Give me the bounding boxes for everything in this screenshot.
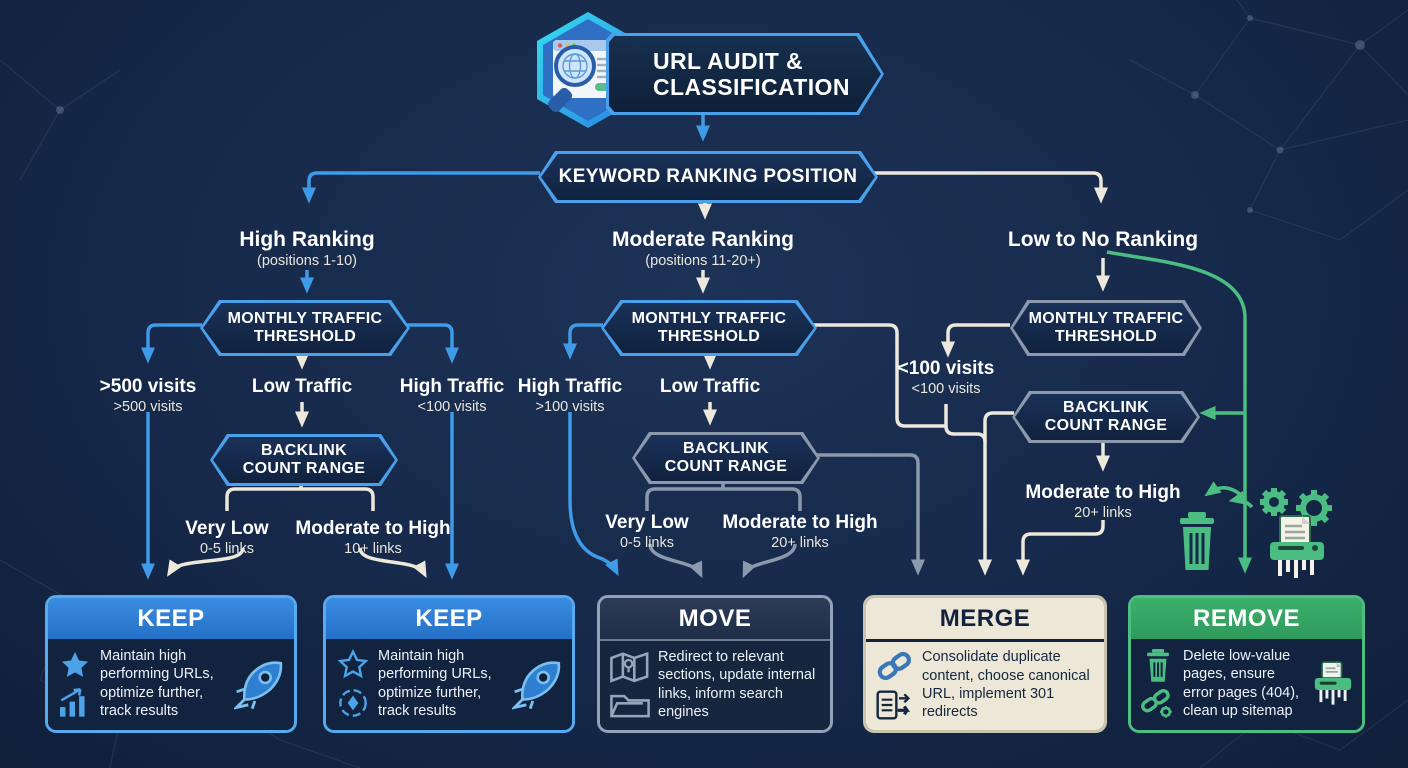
branch-low-no-ranking: Low to No Ranking: [1007, 228, 1199, 251]
trash-icon: [1180, 512, 1214, 570]
card-keep-1: KEEP Maintain high performing URLs, opti…: [45, 595, 297, 733]
folder-icon: [610, 694, 650, 717]
card-merge-description: Consolidate duplicate content, choose ca…: [922, 649, 1090, 721]
page-title-line2: CLASSIFICATION: [653, 74, 850, 100]
card-remove-title: REMOVE: [1131, 598, 1362, 639]
label-low-traffic-left: Low Traffic: [251, 376, 353, 397]
card-move-description: Redirect to relevant sections, update in…: [658, 648, 816, 720]
card-move: MOVE Redirect to relevant sections, upda…: [597, 595, 833, 733]
branch-moderate-ranking: Moderate Ranking(positions 11-20+): [611, 228, 795, 269]
card-keep-1-title: KEEP: [48, 598, 294, 639]
rocket-icon: [512, 660, 561, 709]
bar-chart-icon: [60, 687, 85, 717]
node-keyword-ranking-position: KEYWORD RANKING POSITION: [538, 151, 878, 203]
optimize-cycle-icon: [339, 688, 367, 717]
label-low-traffic-mid: Low Traffic: [659, 376, 761, 397]
broken-link-gear-icon: [1141, 688, 1172, 718]
card-merge: MERGE Consolidate duplicate content, cho…: [863, 595, 1107, 733]
page-title-line1: URL AUDIT &: [653, 48, 804, 75]
chain-link-icon: [877, 651, 912, 681]
page-title-banner: URL AUDIT & CLASSIFICATION: [606, 33, 884, 115]
label-high-traffic-mid: High Traffic>100 visits: [517, 376, 623, 415]
rocket-icon: [234, 660, 283, 709]
document-redirect-icon: [876, 690, 911, 720]
shredder-icon: [1314, 660, 1352, 705]
branch-high-ranking: High Ranking(positions 1-10): [239, 228, 375, 269]
star-outline-icon: [337, 648, 369, 678]
label-gt500-visits: >500 visits>500 visits: [99, 376, 197, 415]
label-high-traffic-left: High Traffic<100 visits: [399, 376, 505, 415]
card-merge-title: MERGE: [866, 598, 1104, 642]
map-icon: [610, 651, 649, 683]
card-remove: REMOVE Delete low-value pages, ensure er…: [1128, 595, 1365, 733]
star-icon: [61, 651, 89, 677]
label-lt100-visits: <100 visits<100 visits: [897, 358, 995, 397]
card-keep-2: KEEP Maintain high performing URLs, opti…: [323, 595, 575, 733]
card-move-title: MOVE: [600, 598, 830, 641]
card-keep-2-title: KEEP: [326, 598, 572, 639]
card-remove-description: Delete low-value pages, ensure error pag…: [1183, 647, 1300, 719]
gears-shredder-icon: [1260, 488, 1332, 578]
trash-icon: [1147, 648, 1169, 682]
card-keep-1-description: Maintain high performing URLs, optimize …: [100, 647, 214, 719]
card-keep-2-description: Maintain high performing URLs, optimize …: [378, 647, 492, 719]
